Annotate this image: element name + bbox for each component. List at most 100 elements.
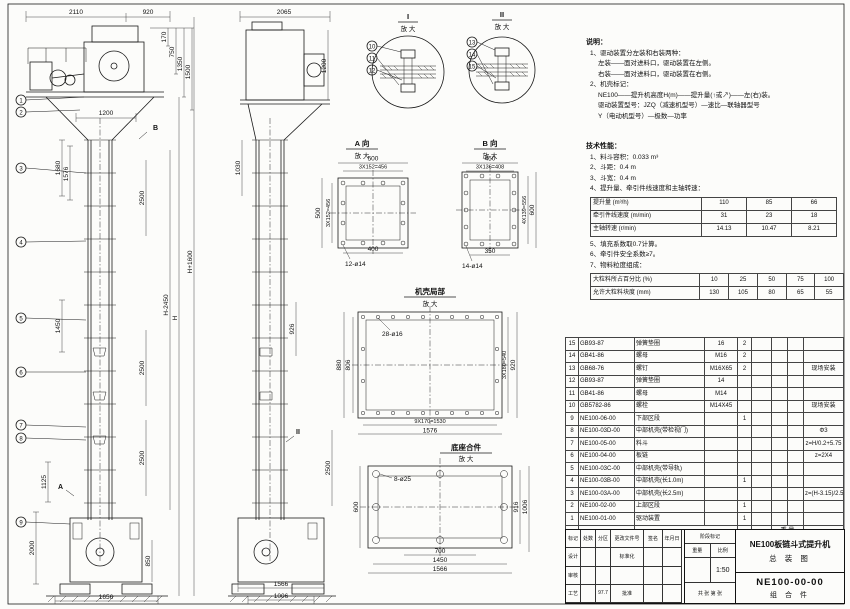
bom-spec: M16 <box>704 349 738 363</box>
sig-cell <box>581 584 596 603</box>
balloon-number: 3 <box>19 167 23 173</box>
value-cell: 18 <box>791 209 837 224</box>
view-title: B 向 <box>483 138 498 148</box>
notes-section: 说明： 1、驱动装置分左装和右装两种： 左装——面对进料口，驱动装置在左侧。 右… <box>586 38 844 122</box>
bom-seq: 9 <box>565 412 579 426</box>
bom-spec: 14 <box>704 374 738 388</box>
bom-row: 7 NE100-05-00 料斗 z=H/0.2+5.75 <box>565 437 844 451</box>
drawing-title: NE100板链斗式提升机 <box>749 539 831 549</box>
dim-label: 926 <box>289 323 296 334</box>
dim-label: 2500 <box>139 190 146 205</box>
view-sub-label: 放 大 <box>459 454 474 463</box>
bom-weight-unit <box>771 487 788 501</box>
value-cell: 80 <box>756 286 787 300</box>
dim-label: 1500 <box>185 64 192 79</box>
bom-material <box>751 449 772 463</box>
hole-callout: 14-ø14 <box>462 263 483 270</box>
bom-material <box>751 387 772 401</box>
value-cell: 10 <box>699 273 730 287</box>
bom-material <box>751 349 772 363</box>
value-cell: 31 <box>701 209 747 224</box>
dim-label: 2065 <box>277 9 292 16</box>
bom-material <box>751 512 772 526</box>
bom-seq: 4 <box>565 474 579 488</box>
bom-weight-unit <box>771 512 788 526</box>
bom-weight-total <box>787 399 804 413</box>
drawing-subtitle: 总 装 图 <box>769 553 811 563</box>
dim-label: 1006 <box>522 499 529 514</box>
bom-weight-unit <box>771 362 788 376</box>
sig-cell <box>596 566 611 585</box>
bom-qty <box>737 487 752 501</box>
dim-label: 1200 <box>321 58 328 73</box>
bom-material <box>751 362 772 376</box>
sig-cell <box>581 566 596 585</box>
dim-label: H <box>172 315 179 320</box>
bom-material <box>751 337 772 351</box>
bom-remark <box>803 512 844 526</box>
bom-code: NE100-03D-00 <box>578 424 635 438</box>
bom-qty: 2 <box>737 362 752 376</box>
detail-ii-view: II 放 大 13 14 15 <box>466 10 536 104</box>
bom-seq: 6 <box>565 449 579 463</box>
hole-callout: 28-ø16 <box>382 331 403 338</box>
dim-label: 920 <box>510 359 517 370</box>
performance-row: 牵引件线速度 (m/min) 31 23 18 <box>590 209 837 224</box>
sig-cell <box>581 548 596 567</box>
bom-qty: 1 <box>737 474 752 488</box>
sig-cell <box>596 548 611 567</box>
bom-name: 上部区段 <box>634 499 705 513</box>
bom-weight-unit <box>771 499 788 513</box>
casing-local-detail-view: 机壳局部 放 大 880 806 3X180=540 920 9X170=153… <box>336 286 518 435</box>
balloon-number: 5 <box>19 317 23 323</box>
bom-material <box>751 374 772 388</box>
bom-seq: 11 <box>565 387 579 401</box>
granularity-row: 允许大粒料块度 (mm) 130 105 80 65 55 <box>589 286 844 300</box>
bom-row: 3 NE100-03A-00 中部机壳(长2.5m) z=(H-3.15)/2.… <box>565 487 844 501</box>
bom-seq: 3 <box>565 487 579 501</box>
bom-weight-total <box>787 474 804 488</box>
value-cell: 100 <box>814 273 844 287</box>
bom-material <box>751 437 772 451</box>
bom-spec <box>704 412 738 426</box>
dim-label: 880 <box>336 359 343 370</box>
dim-label: 2500 <box>325 460 332 475</box>
bom-weight-total <box>787 462 804 476</box>
bom-remark <box>803 374 844 388</box>
bom-row: 2 NE100-02-00 上部区段 1 <box>565 499 844 513</box>
dim-label: 700 <box>435 548 446 555</box>
view-a-flange: A 向 放 大 500 3X152=456 500 3X152=456 400 … <box>315 138 416 268</box>
bom-row: 4 NE100-03B-00 中部机壳(长1.0m) 1 <box>565 474 844 488</box>
bom-remark <box>803 387 844 401</box>
balloon-number: 9 <box>19 521 23 527</box>
detail-sub-label: 放 大 <box>401 24 416 33</box>
bom-code: GB41-86 <box>578 349 635 363</box>
detail-label: II <box>500 10 504 19</box>
dim-label: 1450 <box>55 318 62 333</box>
bom-row: 8 NE100-03D-00 中部机壳(带检视门) Φ3 <box>565 424 844 438</box>
bom-name: 螺母 <box>634 349 705 363</box>
bom-code: GB93-87 <box>578 337 635 351</box>
row-label: 主轴转速 (r/min) <box>590 222 702 237</box>
bom-seq: 5 <box>565 462 579 476</box>
bom-remark: z=H/0.2+5.75 <box>803 437 844 451</box>
bom-name: 板链 <box>634 449 705 463</box>
dim-label: H-2450 <box>163 294 170 316</box>
detail-label: I <box>407 12 409 21</box>
spec-line: 4、提升量、牵引件线速度和主轴转速： <box>590 185 705 192</box>
value-cell: 66 <box>791 196 837 211</box>
title-block: 标记 处数 分区 更改文件号 签名 年月日 设计 标准化 审核 工艺 97.7 … <box>565 529 845 604</box>
bom-remark <box>803 462 844 476</box>
bom-qty: 2 <box>737 349 752 363</box>
scale-weight-block: 阶段标记 重量 比例 1:50 共 张 第 张 <box>685 530 736 603</box>
bom-code: NE100-03B-00 <box>578 474 635 488</box>
bom-weight-total <box>787 337 804 351</box>
bom-qty: 1 <box>737 499 752 513</box>
performance-row: 提升量 (m³/h) 110 85 66 <box>590 196 837 211</box>
dim-label: 170 <box>161 31 168 42</box>
bom-weight-unit <box>771 412 788 426</box>
balloon-number: 2 <box>19 111 23 117</box>
spec-line: 1、料斗容积：0.033 m³ <box>590 153 659 161</box>
sig-date: 97.7 <box>596 584 611 603</box>
bom-qty <box>737 449 752 463</box>
